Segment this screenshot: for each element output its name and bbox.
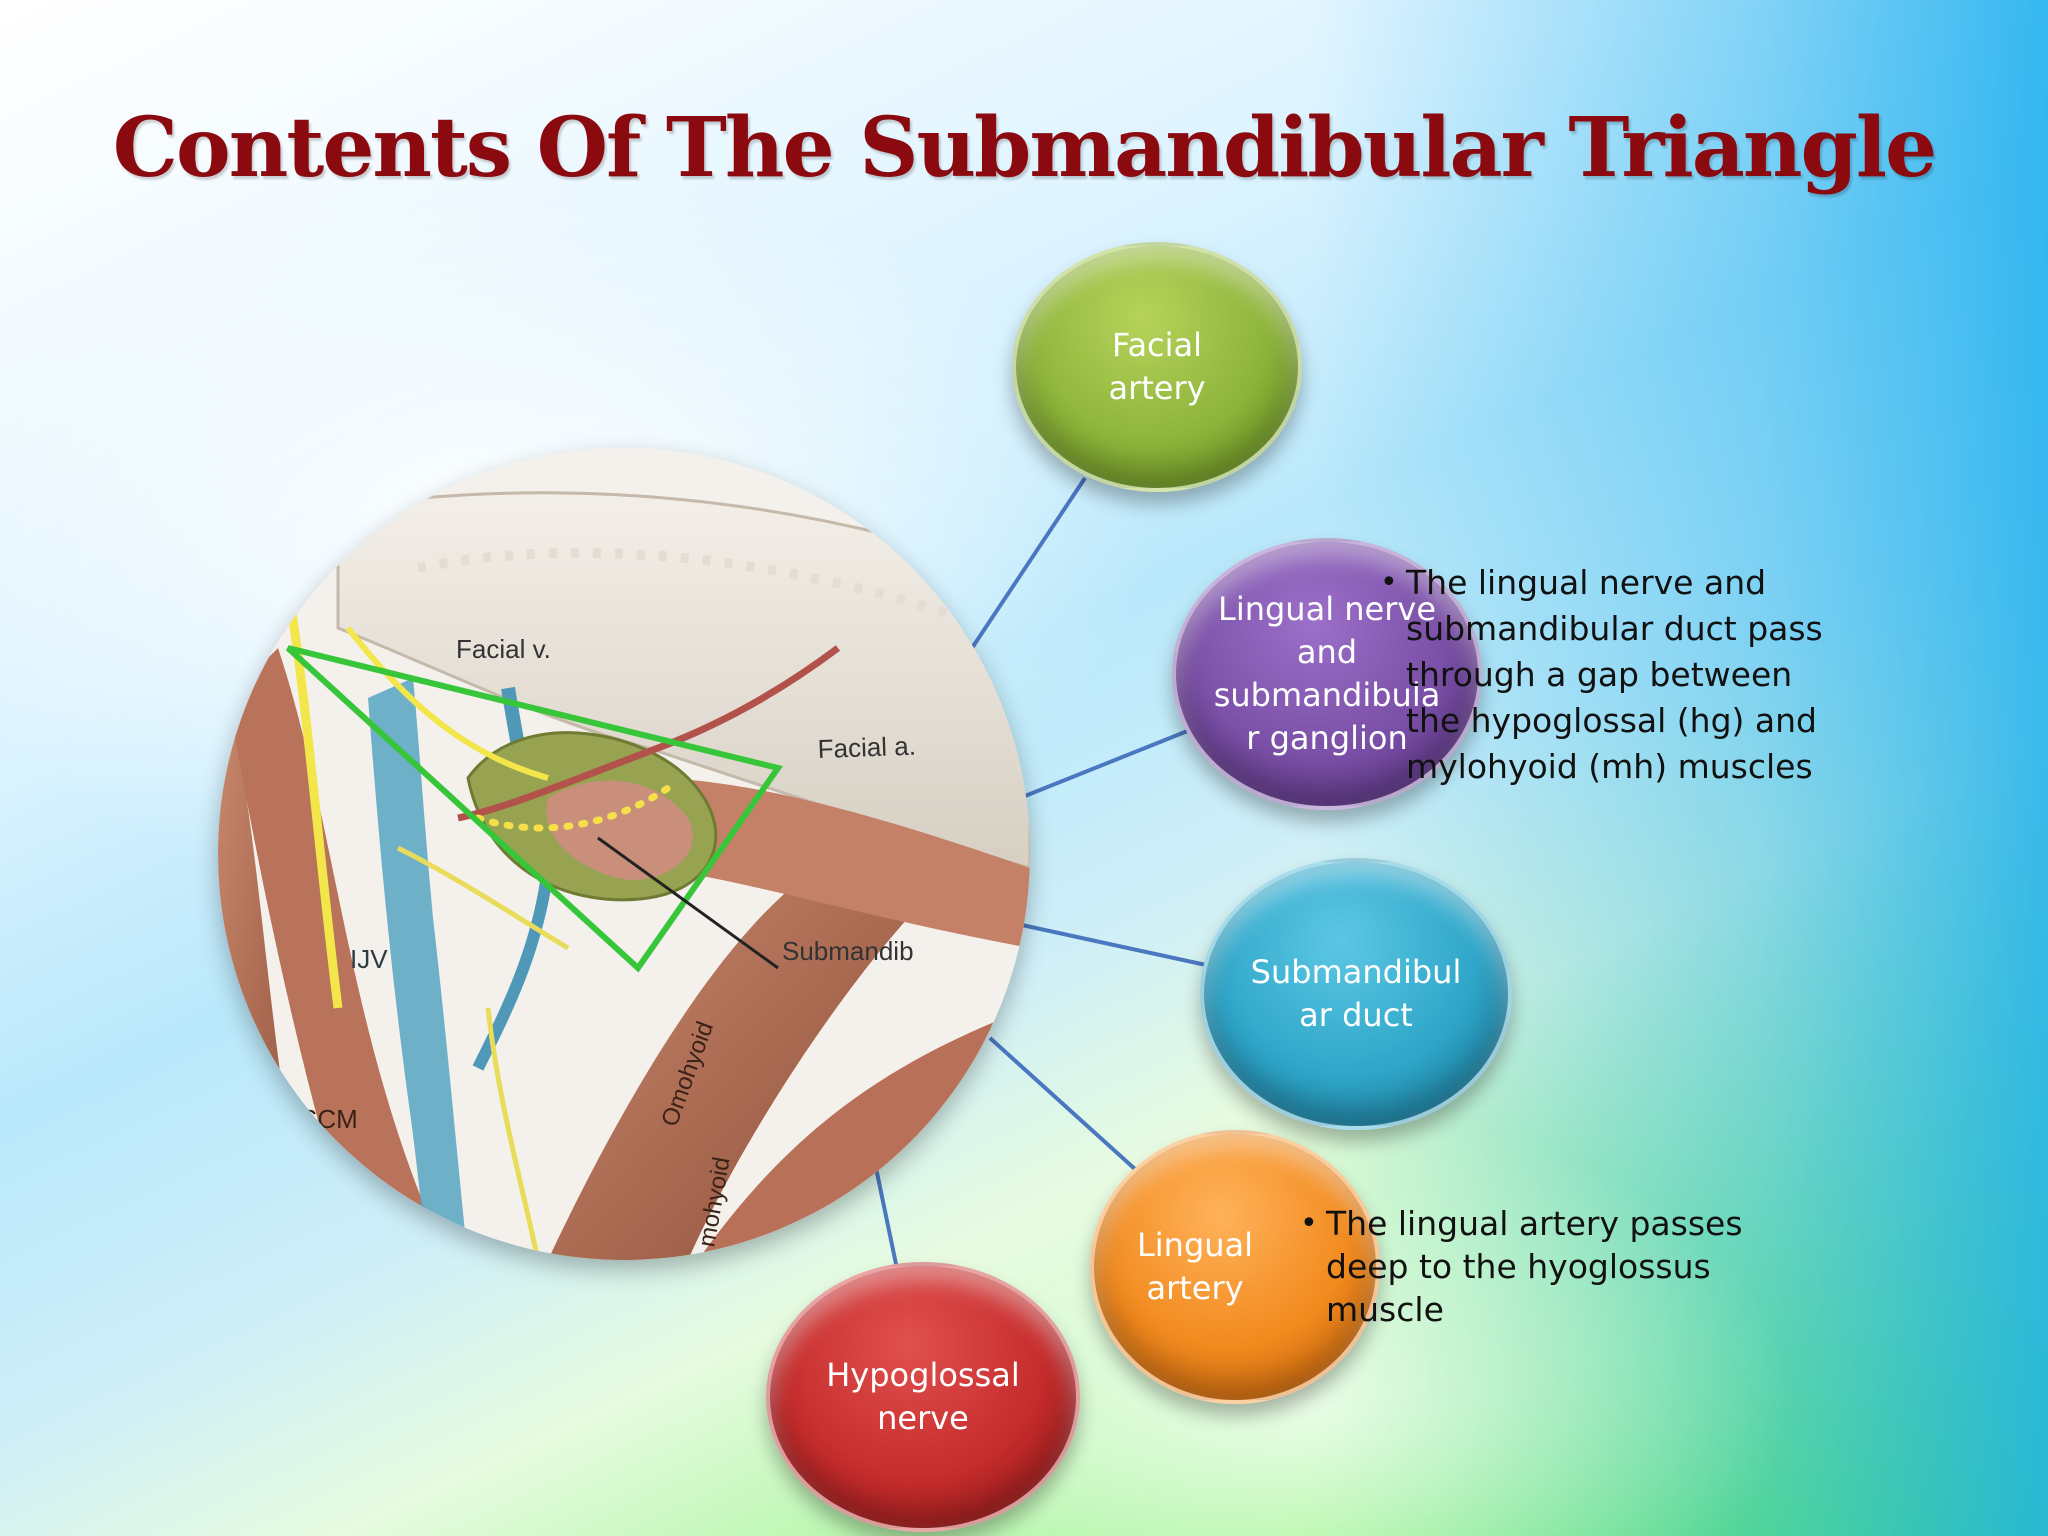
note-lingual-artery-line-1: The lingual artery passes (1326, 1204, 1743, 1243)
pointer-line (597, 836, 779, 970)
node-lingual-nerve-line-2: and (1296, 633, 1358, 671)
nerve-dotted (474, 784, 672, 832)
node-lingual-nerve-line-4: r ganglion (1246, 719, 1408, 757)
connector-lingual-artery (988, 1036, 1138, 1172)
node-facial-artery-line-2: artery (1108, 369, 1206, 407)
node-hypoglossal-nerve-line-1: Hypoglossal (826, 1356, 1020, 1394)
node-lingual-artery-line-2: artery (1146, 1269, 1244, 1307)
submandibular-gland (546, 780, 693, 880)
slide-title: Contents Of The Submandibular Triangle (112, 100, 1937, 196)
note-lingual-nerve: • The lingual nerve and submandibular du… (1380, 560, 1876, 790)
note-lingual-nerve-line-1: The lingual nerve and (1406, 563, 1767, 602)
node-hypoglossal-nerve-line-2: nerve (877, 1399, 969, 1437)
scm-muscle-strap (228, 648, 448, 1260)
label-ijv: IJV (350, 944, 388, 974)
note-bullet: • (1380, 565, 1398, 600)
connector-submandibular-duct (1021, 923, 1207, 967)
note-lingual-artery: • The lingual artery passes deep to the … (1300, 1202, 1766, 1331)
nerve-yellow-2 (345, 626, 549, 781)
node-lingual-nerve: Lingual nerve and submandibula r ganglio… (1172, 538, 1482, 810)
note-bullet: • (1300, 1206, 1318, 1241)
connector-facial-artery (970, 476, 1087, 650)
anatomy-image: Facial v. Facial a. Submandib IJV SCM Om… (218, 448, 1030, 1260)
nerve-yellow-4 (396, 845, 570, 951)
node-submandibular-duct: Submandibul ar duct (1200, 858, 1512, 1130)
artery-line (457, 645, 841, 822)
note-lingual-nerve-line-2: submandibular duct pass (1406, 609, 1823, 648)
connector-hypoglossal-nerve (874, 1167, 898, 1265)
nerve-yellow-1 (283, 587, 343, 1009)
note-lingual-nerve-line-4: the hypoglossal (hg) and (1406, 701, 1817, 740)
label-submandib: Submandib (782, 936, 914, 966)
node-facial-artery: Facial artery (1012, 242, 1302, 492)
ijv-vein (368, 678, 468, 1260)
nerve-yellow-3 (485, 1007, 541, 1260)
mandible-texture (417, 547, 1020, 643)
note-lingual-artery-line-2: deep to the hyoglossus (1326, 1247, 1711, 1286)
label-facial-v: Facial v. (456, 634, 551, 664)
node-lingual-nerve-line-3: submandibula (1213, 676, 1441, 714)
node-lingual-nerve-line-1: Lingual nerve (1217, 590, 1436, 628)
note-lingual-nerve-line-5: mylohyoid (mh) muscles (1406, 747, 1813, 786)
node-facial-artery-line-1: Facial (1111, 326, 1203, 364)
note-lingual-artery-line-3: muscle (1326, 1290, 1444, 1329)
label-facial-a: Facial a. (817, 731, 916, 764)
node-lingual-artery: Lingual artery (1090, 1130, 1380, 1404)
triangle-outline (285, 645, 783, 973)
omohyoid-muscle (548, 868, 908, 1260)
node-submandibular-duct-line-2: ar duct (1299, 996, 1413, 1034)
node-submandibular-duct-line-1: Submandibul (1250, 953, 1462, 991)
node-hypoglossal-nerve: Hypoglossal nerve (766, 1262, 1080, 1532)
node-lingual-artery-line-1: Lingual (1136, 1226, 1254, 1264)
note-lingual-nerve-line-3: through a gap between (1406, 655, 1793, 694)
facial-vein-branch (472, 867, 554, 1071)
connector-lingual-nerve (1019, 728, 1191, 800)
